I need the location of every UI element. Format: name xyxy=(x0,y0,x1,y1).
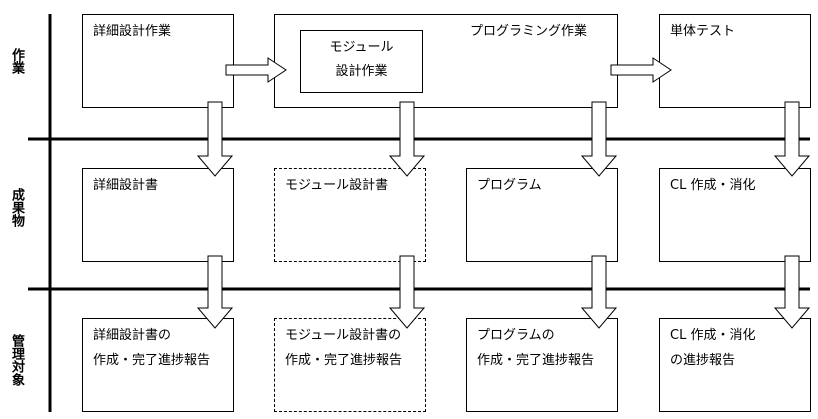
cl-box: CL 作成・消化 xyxy=(659,168,811,262)
module-design-work-box: モジュール 設計作業 xyxy=(300,30,423,93)
module-design-report-line-2: 作成・完了進捗報告 xyxy=(285,353,403,368)
module-design-work-label-1: モジュール xyxy=(329,40,394,55)
detail-design-work-box: 詳細設計作業 xyxy=(82,14,234,108)
arrow-right-1 xyxy=(225,57,287,83)
detail-design-report-line-1: 詳細設計書の xyxy=(93,328,172,343)
row-label-management: 管理対象 xyxy=(9,334,24,386)
module-design-doc-box: モジュール設計書 xyxy=(274,168,426,262)
cl-label: CL 作成・消化 xyxy=(670,178,756,193)
program-report-line-1: プログラムの xyxy=(477,328,555,343)
arrow-down-8 xyxy=(773,255,811,329)
arrow-down-1 xyxy=(196,101,234,177)
module-design-work-label-2: 設計作業 xyxy=(335,64,388,79)
program-box: プログラム xyxy=(466,168,618,262)
programming-work-label: プログラミング作業 xyxy=(470,24,588,39)
detail-design-report-box: 詳細設計書の 作成・完了進捗報告 xyxy=(82,318,234,412)
program-report-box: プログラムの 作成・完了進捗報告 xyxy=(466,318,618,412)
detail-design-report-line-2: 作成・完了進捗報告 xyxy=(93,353,211,368)
module-design-report-line-1: モジュール設計書の xyxy=(285,328,402,343)
cl-report-line-2: の進捗報告 xyxy=(670,353,736,368)
arrow-down-6 xyxy=(388,255,426,329)
row-label-work: 作業 xyxy=(9,48,24,74)
row-label-deliverables: 成果物 xyxy=(9,188,24,227)
arrow-down-3 xyxy=(580,101,618,177)
program-report-line-2: 作成・完了進捗報告 xyxy=(477,353,595,368)
cl-report-box: CL 作成・消化 の進捗報告 xyxy=(659,318,811,412)
module-design-report-box: モジュール設計書の 作成・完了進捗報告 xyxy=(274,318,426,412)
arrow-down-4 xyxy=(773,101,811,177)
detail-design-doc-label: 詳細設計書 xyxy=(93,178,159,193)
arrow-down-2 xyxy=(388,101,426,177)
arrow-down-7 xyxy=(580,255,618,329)
arrow-down-5 xyxy=(196,255,234,329)
unit-test-label: 単体テスト xyxy=(670,24,736,39)
module-design-doc-label: モジュール設計書 xyxy=(285,178,389,193)
detail-design-doc-box: 詳細設計書 xyxy=(82,168,234,262)
program-label: プログラム xyxy=(477,178,542,193)
arrow-right-2 xyxy=(610,57,672,83)
detail-design-work-label: 詳細設計作業 xyxy=(93,24,172,39)
cl-report-line-1: CL 作成・消化 xyxy=(670,328,756,343)
unit-test-box: 単体テスト xyxy=(659,14,811,108)
